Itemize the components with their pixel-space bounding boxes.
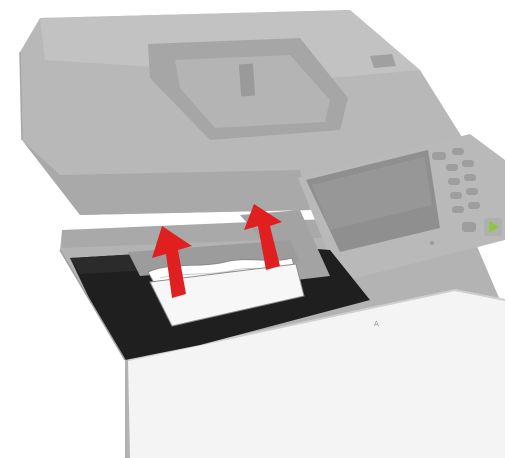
key-6 xyxy=(450,192,462,199)
key-1 xyxy=(452,148,464,155)
key-7 xyxy=(466,188,478,195)
key-9 xyxy=(468,202,480,209)
key-8 xyxy=(452,206,464,213)
indicator-light xyxy=(430,241,434,245)
key-4 xyxy=(448,178,460,185)
adf-guide xyxy=(239,64,255,97)
key-2 xyxy=(446,164,458,171)
key-home xyxy=(432,152,446,160)
scanner-top-button xyxy=(370,54,396,68)
key-5 xyxy=(464,174,476,181)
key-3 xyxy=(462,160,474,167)
scanner-label: A xyxy=(374,320,379,328)
key-stop xyxy=(462,222,476,232)
